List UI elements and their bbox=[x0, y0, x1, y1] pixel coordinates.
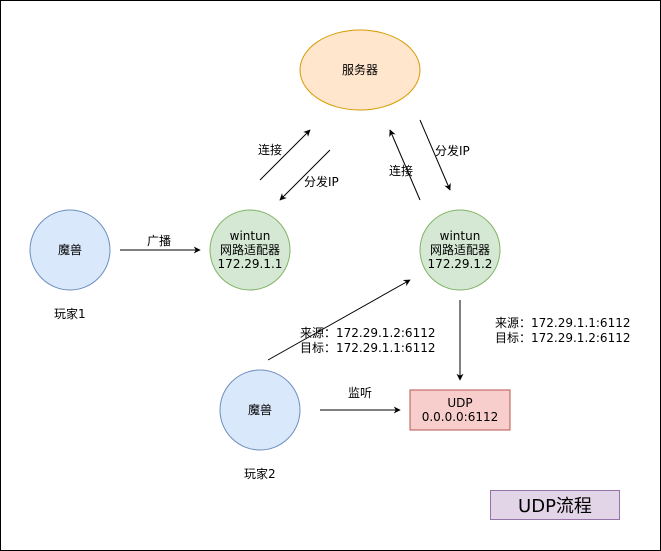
wintun2-line2: 网路适配器 bbox=[429, 243, 490, 257]
wintun1-line3: 172.29.1.1 bbox=[217, 257, 283, 271]
distribute-right-arrow bbox=[419, 119, 451, 191]
player1-game-label: 魔兽 bbox=[30, 210, 110, 290]
player1-game-node bbox=[29, 209, 111, 291]
server-label-text: 服务器 bbox=[341, 63, 378, 77]
wintun2-label: wintun 网路适配器 172.29.1.2 bbox=[420, 210, 500, 290]
wintun1-label: wintun 网路适配器 172.29.1.1 bbox=[210, 210, 290, 290]
diagram-title: UDP流程 bbox=[490, 490, 620, 520]
broadcast-label: 广播 bbox=[147, 234, 172, 248]
udp-label: UDP 0.0.0.0:6112 bbox=[410, 390, 510, 430]
player2-caption: 玩家2 bbox=[244, 467, 276, 481]
connect-left-arrow bbox=[259, 129, 311, 181]
connect-right-arrow bbox=[389, 129, 421, 201]
distribute-left-arrow bbox=[279, 149, 331, 201]
wintun1-line1: wintun bbox=[229, 229, 271, 243]
player2-to-wintun2-arrow bbox=[267, 279, 411, 361]
wintun1-line2: 网路适配器 bbox=[219, 243, 280, 257]
left-target-label: 目标：172.29.1.1:6112 bbox=[300, 341, 436, 355]
distribute-right-label: 分发IP bbox=[435, 144, 470, 158]
listen-label: 监听 bbox=[348, 386, 373, 400]
server-label: 服务器 bbox=[300, 30, 420, 110]
udp-line2: 0.0.0.0:6112 bbox=[421, 410, 499, 424]
player2-game-node bbox=[219, 369, 301, 451]
player1-game-text: 魔兽 bbox=[57, 243, 82, 257]
wintun1-node bbox=[209, 209, 291, 291]
wintun2-node bbox=[419, 209, 501, 291]
right-source-label: 来源：172.29.1.1:6112 bbox=[495, 316, 631, 330]
connect-right-label: 连接 bbox=[389, 164, 414, 178]
player1-caption: 玩家1 bbox=[54, 307, 86, 321]
left-source-label: 来源：172.29.1.2:6112 bbox=[300, 326, 436, 340]
distribute-left-label: 分发IP bbox=[304, 175, 339, 189]
player2-game-text: 魔兽 bbox=[247, 403, 272, 417]
server-node bbox=[299, 29, 421, 111]
udp-node bbox=[409, 389, 511, 431]
player2-game-label: 魔兽 bbox=[220, 370, 300, 450]
diagram-title-text: UDP流程 bbox=[518, 496, 592, 517]
wintun2-line3: 172.29.1.2 bbox=[427, 257, 493, 271]
wintun2-line1: wintun bbox=[439, 229, 481, 243]
udp-line1: UDP bbox=[447, 396, 473, 410]
right-target-label: 目标：172.29.1.2:6112 bbox=[495, 331, 631, 345]
connect-left-label: 连接 bbox=[258, 143, 283, 157]
